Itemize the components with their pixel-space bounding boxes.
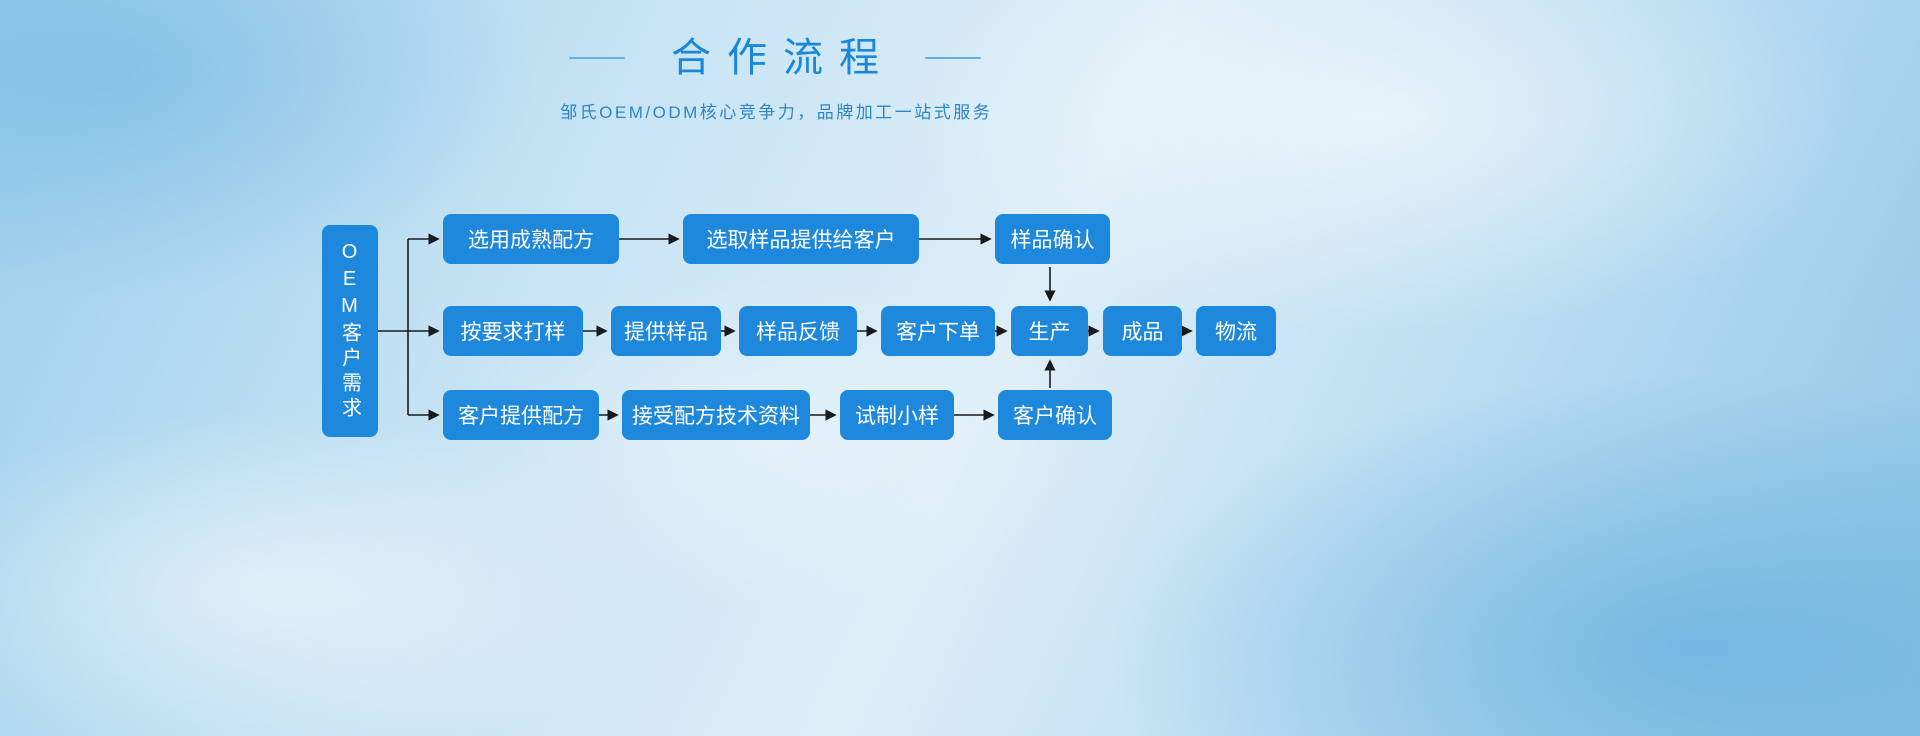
step-sample-feedback: 样品反馈 bbox=[739, 306, 857, 356]
step-provide-samples-to-customer: 选取样品提供给客户 bbox=[683, 214, 919, 264]
step-customer-order: 客户下单 bbox=[881, 306, 995, 356]
step-trial-sample: 试制小样 bbox=[840, 390, 954, 440]
section-title: 合作流程 bbox=[671, 36, 895, 80]
step-select-mature-formula: 选用成熟配方 bbox=[443, 214, 619, 264]
step-provide-sample: 提供样品 bbox=[611, 306, 721, 356]
step-finished-product: 成品 bbox=[1103, 306, 1182, 356]
step-sample-per-request: 按要求打样 bbox=[443, 306, 583, 356]
title-row: 合作流程 bbox=[0, 34, 1550, 82]
section-subtitle: 邹氏OEM/ODM核心竞争力，品牌加工一站式服务 bbox=[560, 103, 993, 122]
step-production: 生产 bbox=[1011, 306, 1088, 356]
title-dash-left bbox=[569, 57, 625, 59]
step-customer-provides-formula: 客户提供配方 bbox=[443, 390, 599, 440]
title-dash-right bbox=[925, 57, 981, 59]
step-sample-confirm: 样品确认 bbox=[995, 214, 1110, 264]
section-header: 合作流程 邹氏OEM/ODM核心竞争力，品牌加工一站式服务 bbox=[0, 34, 1550, 123]
oem-customer-needs-box: OEM客户需求 bbox=[322, 225, 378, 437]
step-receive-formula-docs: 接受配方技术资料 bbox=[622, 390, 810, 440]
step-customer-confirm: 客户确认 bbox=[998, 390, 1112, 440]
step-logistics: 物流 bbox=[1196, 306, 1276, 356]
